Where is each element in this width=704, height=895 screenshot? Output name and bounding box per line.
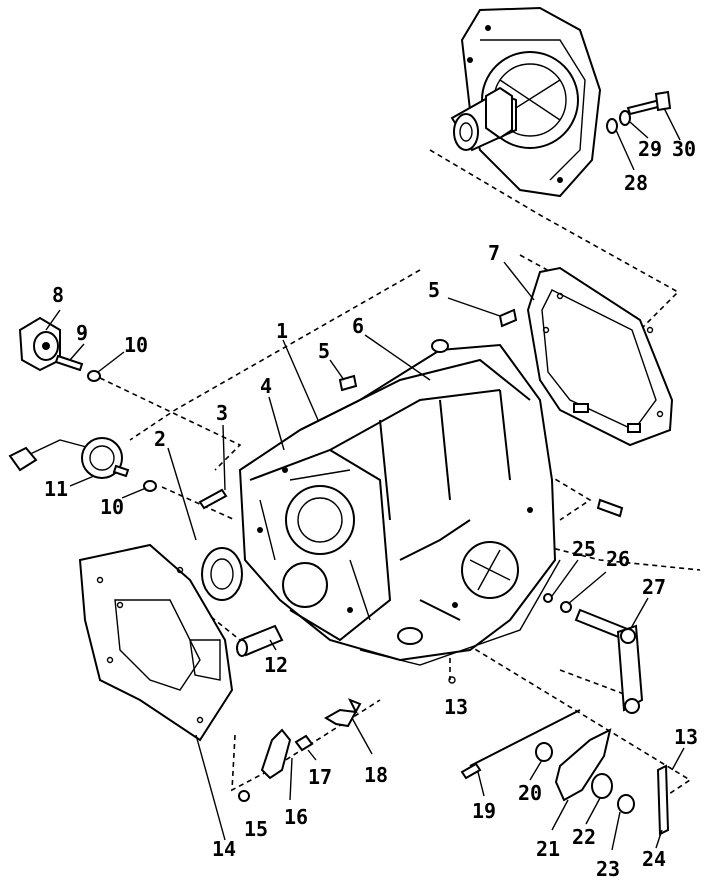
- label-30: 30: [672, 137, 696, 161]
- label-23: 23: [596, 857, 620, 881]
- detent-16: [260, 728, 292, 780]
- solenoid-11: [8, 437, 130, 479]
- leader-lines: [45, 107, 685, 851]
- pump-assembly: [450, 6, 602, 198]
- pin-3: [198, 488, 228, 510]
- bolt-5a: [498, 308, 518, 328]
- label-8: 8: [52, 283, 64, 307]
- label-29: 29: [638, 137, 662, 161]
- bushing-20: [535, 742, 553, 762]
- label-10a: 10: [124, 333, 148, 357]
- lever-21: [554, 728, 612, 802]
- label-16: 16: [284, 805, 308, 829]
- label-24: 24: [642, 847, 666, 871]
- pin-6: [596, 498, 624, 518]
- label-27: 27: [642, 575, 666, 599]
- spring-17: [294, 734, 314, 752]
- washer-23: [617, 794, 635, 814]
- label-1: 1: [276, 319, 288, 343]
- label-11: 11: [44, 477, 68, 501]
- bushing-22: [591, 773, 613, 799]
- label-10b: 10: [100, 495, 124, 519]
- label-7: 7: [488, 241, 500, 265]
- label-9: 9: [76, 321, 88, 345]
- washer-29: [619, 110, 631, 126]
- label-6: 6: [352, 314, 364, 338]
- label-5b: 5: [318, 339, 330, 363]
- seal-2: [201, 547, 243, 601]
- sensor-8: [18, 316, 61, 372]
- bracket-18: [324, 698, 362, 728]
- seal-26: [560, 601, 572, 613]
- bolt-30: [626, 90, 672, 116]
- label-2: 2: [154, 427, 166, 451]
- stud-9: [54, 354, 84, 372]
- label-4: 4: [260, 374, 272, 398]
- o-ring-10a: [87, 370, 101, 382]
- label-20: 20: [518, 781, 542, 805]
- label-26: 26: [606, 547, 630, 571]
- plate-14: [78, 543, 234, 742]
- label-13b: 13: [674, 725, 698, 749]
- label-21: 21: [536, 837, 560, 861]
- label-22: 22: [572, 825, 596, 849]
- lever-27: [574, 608, 644, 714]
- label-13a: 13: [444, 695, 468, 719]
- o-ring-10b: [143, 480, 157, 492]
- label-17: 17: [308, 765, 332, 789]
- part-labels: 1 2 3 4 5 5 6 7 8 9 10 10 11 12 13 13 14…: [44, 137, 698, 881]
- label-18: 18: [364, 763, 388, 787]
- label-12: 12: [264, 653, 288, 677]
- gasket-7: [526, 266, 674, 447]
- seal-28: [606, 118, 618, 134]
- transmission-case-1: [238, 339, 561, 666]
- label-28: 28: [624, 171, 648, 195]
- rod-19: [460, 709, 581, 780]
- label-14: 14: [212, 837, 236, 861]
- ring-25: [543, 593, 553, 603]
- dowel-12: [236, 624, 284, 657]
- label-15: 15: [244, 817, 268, 841]
- label-3: 3: [216, 401, 228, 425]
- plug-13a: [448, 676, 456, 684]
- label-19: 19: [472, 799, 496, 823]
- label-5a: 5: [428, 278, 440, 302]
- pin-24: [656, 764, 670, 836]
- label-25: 25: [572, 537, 596, 561]
- clip-15: [238, 790, 250, 802]
